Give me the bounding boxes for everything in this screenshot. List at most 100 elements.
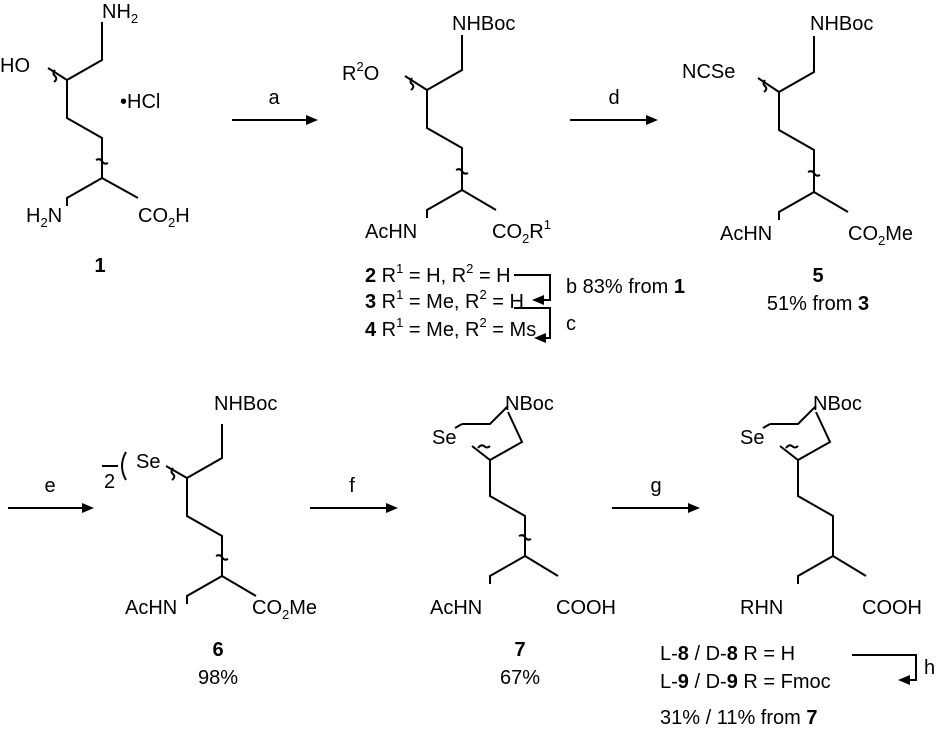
compound-6-wavy-bond-c2 [215, 554, 229, 561]
compound-1-skeleton [66, 22, 103, 206]
arrow-a: a [232, 87, 318, 125]
arrow-f-head [386, 503, 398, 513]
compound-8-ring-se-bond [762, 423, 771, 429]
compound-1: NH2 HO •HCl H2N CO2H 1 [0, 1, 190, 277]
compound-1-hcl: •HCl [120, 91, 160, 113]
compound-5: NHBoc NCSe AcHN CO2Me 5 51% from 3 [682, 13, 913, 315]
compound-2-r2o: R2O [342, 59, 379, 85]
arrow-e-head [82, 503, 94, 513]
compound-1-nh2: NH2 [102, 1, 138, 26]
compound-7-ring-lower [471, 411, 524, 462]
arrow-f-label: f [349, 475, 355, 497]
compound-8-9-yield: 31% / 11% from 7 [660, 707, 817, 729]
compound-8-cooh: COOH [862, 597, 922, 619]
compound-8-ring-lower [779, 411, 832, 462]
compound-6-number: 6 [212, 639, 223, 661]
compound-2-wavy-bond-c2 [455, 168, 469, 175]
step-h-arrowhead [898, 675, 910, 685]
compound-2-wavy-bond-c4 [409, 77, 415, 91]
compound-6-se-bond [165, 465, 188, 479]
compound-8-9: NBoc Se RHN COOH L-8 / D-8 R = H L-9 / D… [660, 393, 935, 729]
compound-5-wavy-bond-c4 [762, 79, 768, 93]
arrow-g-head [688, 503, 700, 513]
arrow-d-label: d [608, 87, 619, 109]
arrow-a-label: a [268, 87, 280, 109]
compound-7-nboc: NBoc [505, 393, 554, 415]
compound-2-ro-bond [404, 75, 428, 91]
compound-4-label: 4 R1 = Me, R2 = Ms [365, 315, 536, 341]
compound-6-dimer-count: 2 [104, 471, 115, 493]
compound-6-ester-bond [221, 575, 257, 597]
compound-5-number: 5 [812, 265, 823, 287]
compound-5-ester-bond [813, 191, 849, 213]
compound-2-achn: AcHN [365, 221, 417, 243]
compound-6-se: Se [136, 451, 160, 473]
compound-2-ester-bond [461, 189, 497, 211]
step-c-bracket [514, 307, 551, 339]
compound-6-co2me: CO2Me [252, 597, 317, 622]
compound-5-co2me: CO2Me [848, 223, 913, 248]
compound-8-acid-bond [832, 555, 867, 577]
step-c-label: c [566, 313, 576, 335]
compound-9-label: L-9 / D-9 R = Fmoc [660, 671, 831, 693]
compound-6-wavy-bond-c4 [170, 467, 176, 481]
arrow-g-label: g [650, 475, 661, 497]
compound-1-wavy-bond-c4 [52, 69, 58, 83]
compound-5-skeleton [778, 36, 815, 220]
compound-1-ho: HO [0, 55, 30, 77]
compound-7-cooh: COOH [556, 597, 616, 619]
compound-8-nboc: NBoc [813, 393, 862, 415]
compound-7-number: 7 [514, 639, 525, 661]
compound-5-wavy-bond-c2 [807, 170, 821, 177]
compound-7: NBoc Se AcHN COOH 7 67% [430, 393, 616, 689]
compound-7-yield: 67% [500, 667, 540, 689]
arrow-e-label: e [44, 475, 55, 497]
compound-7-ring [462, 405, 509, 425]
compound-6: NHBoc Se 2 AcHN CO2Me 6 98% [102, 393, 317, 689]
compound-8-ring [770, 405, 817, 425]
compound-1-ho-bond [47, 67, 68, 81]
compound-7-wavy-bond-c2 [518, 534, 532, 541]
compound-1-h2n: H2N [26, 205, 62, 230]
compound-8-se: Se [740, 427, 764, 449]
compound-2-nhboc: NHBoc [452, 13, 515, 35]
compound-7-achn: AcHN [430, 597, 482, 619]
compound-3-label: 3 R1 = Me, R2 = H [365, 287, 524, 313]
compound-5-ncse: NCSe [682, 61, 735, 83]
compound-1-acid-bond [101, 177, 139, 199]
compound-2-skeleton [426, 35, 463, 218]
compound-5-achn: AcHN [720, 223, 772, 245]
compound-1-co2h: CO2H [138, 205, 190, 230]
compound-2-label: 2 R1 = H, R2 = H [365, 261, 511, 287]
compound-8-skeleton [797, 460, 834, 584]
compound-7-skeleton [489, 460, 526, 584]
compound-7-wavy-bond-ring [477, 444, 491, 449]
compound-6-nhboc: NHBoc [214, 393, 277, 415]
step-b-label: b 83% from 1 [566, 276, 685, 298]
compound-8-wavy-bond-ring [785, 444, 799, 449]
compound-5-yield: 51% from 3 [767, 293, 869, 315]
arrow-f: f [310, 475, 398, 513]
step-b-arrowhead [532, 295, 544, 305]
compound-series-2-4: 2 R1 = H, R2 = H 3 R1 = Me, R2 = H 4 R1 … [365, 261, 685, 343]
compound-2: NHBoc R2O AcHN CO2R1 [342, 13, 551, 246]
compound-1-wavy-bond-c2 [95, 158, 109, 165]
compound-5-ncse-bond [757, 77, 780, 93]
compound-6-achn: AcHN [125, 597, 177, 619]
compound-6-yield: 98% [198, 667, 238, 689]
compound-6-dimer-parenthesis [121, 451, 127, 481]
step-c-arrowhead [534, 333, 546, 343]
compound-8-rhn: RHN [740, 597, 783, 619]
arrow-a-head [306, 115, 318, 125]
step-h-label: h [924, 657, 935, 679]
compound-7-se: Se [432, 427, 456, 449]
compound-7-ring-se-bond [454, 423, 463, 429]
compound-6-skeleton [186, 424, 223, 604]
compound-8-label: L-8 / D-8 R = H [660, 643, 795, 665]
compound-7-acid-bond [524, 555, 559, 577]
compound-5-nhboc: NHBoc [810, 13, 873, 35]
arrow-d-head [646, 115, 658, 125]
arrow-e: e [8, 475, 94, 513]
arrow-d: d [570, 87, 658, 125]
